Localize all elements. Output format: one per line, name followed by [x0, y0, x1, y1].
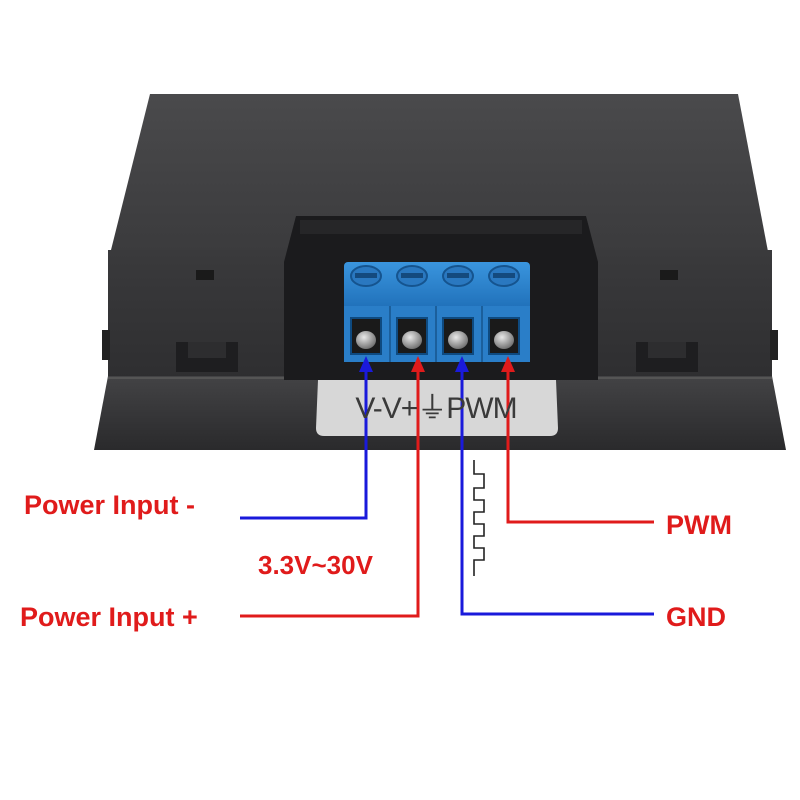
- terminal-screws: [350, 265, 520, 287]
- terminal-screw: [442, 265, 474, 287]
- label-input-range: 3.3V~30V: [258, 550, 373, 580]
- arrow-gnd: [455, 356, 469, 372]
- terminal-label-plate: [316, 380, 558, 436]
- terminal-screw: [350, 265, 382, 287]
- pcb-edge: [300, 220, 582, 234]
- housing-top: [108, 94, 770, 262]
- wire-power-plus: [240, 362, 420, 618]
- wire-power-minus: [240, 362, 368, 520]
- wire-socket: [396, 317, 428, 355]
- left-clip: [176, 270, 238, 372]
- arrow-power-minus: [359, 356, 373, 372]
- arrow-pwm: [501, 356, 515, 372]
- square-wave-icon: [473, 460, 485, 576]
- wiring: [240, 356, 654, 618]
- terminal-pin-labels: V-V+⏚PWM: [355, 392, 517, 425]
- wire-gnd: [460, 362, 654, 616]
- terminal-screw: [396, 265, 428, 287]
- wire-socket: [488, 317, 520, 355]
- label-power-input-minus: Power Input -: [24, 490, 195, 520]
- wire-pwm: [506, 362, 654, 524]
- label-power-input-plus: Power Input +: [20, 602, 198, 632]
- right-clip: [636, 270, 698, 372]
- arrow-power-plus: [411, 356, 425, 372]
- terminal-block-top: [344, 262, 530, 310]
- label-gnd: GND: [666, 602, 726, 632]
- wire-socket: [350, 317, 382, 355]
- housing-right-edge: [770, 330, 778, 360]
- wire-sockets: [350, 317, 520, 355]
- housing-left-edge: [102, 330, 110, 360]
- terminal-screw: [488, 265, 520, 287]
- label-pwm: PWM: [666, 510, 732, 540]
- wire-socket: [442, 317, 474, 355]
